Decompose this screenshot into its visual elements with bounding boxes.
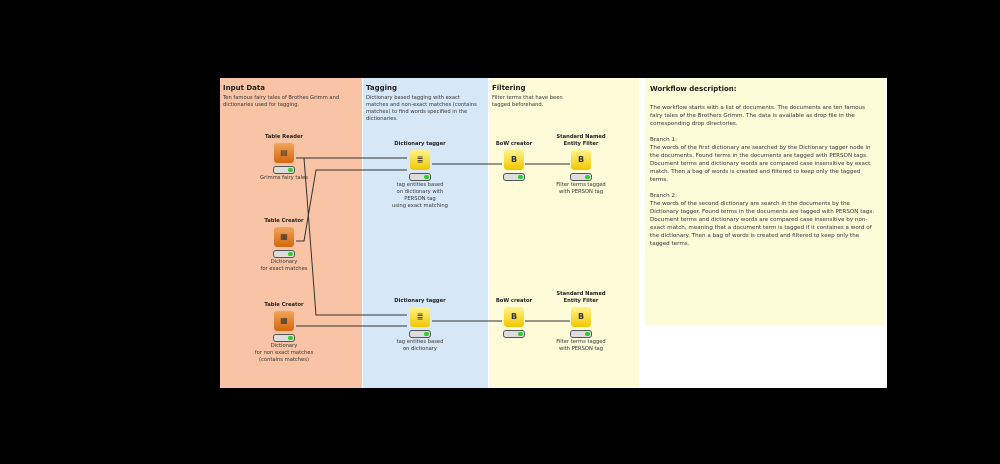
node-label: Filter terms tagged with PERSON tag <box>556 339 606 352</box>
node-status-icon <box>273 250 295 258</box>
entity-filter-node-2[interactable]: Standard Named Entity Filter B Filter te… <box>536 291 626 353</box>
branch1-title: Branch 1: <box>650 137 677 143</box>
node-name: Table Creator <box>264 218 304 224</box>
node-status-icon <box>570 330 592 338</box>
node-status-icon <box>503 330 525 338</box>
panel-title: Filtering <box>492 84 526 92</box>
tagger-icon: ≣ <box>410 307 430 327</box>
dictionary-tagger-node-1[interactable]: Dictionary tagger ≣ tag entities based o… <box>375 141 465 210</box>
bow-icon: B <box>504 307 524 327</box>
table-creator-icon: ▦ <box>274 311 294 331</box>
panel-description: Filter terms that have been tagged befor… <box>492 95 563 108</box>
table-reader-node[interactable]: Table Reader ▤ Grimms fairy tales <box>239 134 329 182</box>
node-name: Standard Named Entity Filter <box>556 134 606 147</box>
description-title: Workflow description: <box>650 85 737 93</box>
node-label: Dictionary for non exact matches (contai… <box>254 343 314 363</box>
node-label: Dictionary for exact matches <box>260 259 308 272</box>
node-status-icon <box>409 173 431 181</box>
panel-title: Tagging <box>366 84 398 92</box>
node-label: Grimms fairy tales <box>260 175 308 181</box>
branch2-title: Branch 2: <box>650 193 677 199</box>
connections <box>296 157 570 327</box>
node-label: tag entities based on dictionary with PE… <box>392 182 448 209</box>
connection-creator1-tagger1 <box>296 169 407 242</box>
node-name: BoW creator <box>495 141 533 147</box>
node-name: Dictionary tagger <box>394 141 446 147</box>
table-creator-node-1[interactable]: Table Creator ▦ Dictionary for exact mat… <box>239 218 329 273</box>
panel-description: Ten famous fairy tales of Brothes Grimm … <box>223 95 340 108</box>
filter-icon: B <box>571 307 591 327</box>
node-status-icon <box>273 166 295 174</box>
bow-icon: B <box>504 150 524 170</box>
bow-creator-node-2[interactable]: BoW creator B <box>469 298 559 339</box>
workflow-canvas: Input Data Ten famous fairy tales of Bro… <box>220 78 887 388</box>
node-name: BoW creator <box>495 298 533 304</box>
node-status-icon <box>409 330 431 338</box>
branch1-text: The words of the first dictionary are se… <box>650 145 871 183</box>
entity-filter-node-1[interactable]: Standard Named Entity Filter B Filter te… <box>536 134 626 196</box>
node-name: Standard Named Entity Filter <box>556 291 606 304</box>
node-label: Filter terms tagged with PERSON tag <box>556 182 606 195</box>
workflow-description-annotation: Workflow description: The workflow start… <box>645 78 885 326</box>
description-intro: The workflow starts with a list of docum… <box>650 105 866 127</box>
filter-icon: B <box>571 150 591 170</box>
node-name: Dictionary tagger <box>394 298 446 304</box>
node-status-icon <box>273 334 295 342</box>
bow-creator-node-1[interactable]: BoW creator B <box>469 141 559 182</box>
connection-reader-tagger2 <box>296 157 407 316</box>
tagger-icon: ≣ <box>410 150 430 170</box>
branch2-text: The words of the second dictionary are s… <box>650 201 875 247</box>
table-creator-icon: ▦ <box>274 227 294 247</box>
node-name: Table Creator <box>264 302 304 308</box>
panel-title: Input Data <box>223 84 265 92</box>
node-name: Table Reader <box>265 134 303 140</box>
dictionary-tagger-node-2[interactable]: Dictionary tagger ≣ tag entities based o… <box>375 298 465 353</box>
table-reader-icon: ▤ <box>274 143 294 163</box>
node-label: tag entities based on dictionary <box>396 339 444 352</box>
panel-description: Dictionary based tagging with exact matc… <box>366 95 477 122</box>
node-status-icon <box>570 173 592 181</box>
table-creator-node-2[interactable]: Table Creator ▦ Dictionary for non exact… <box>239 302 329 364</box>
node-status-icon <box>503 173 525 181</box>
